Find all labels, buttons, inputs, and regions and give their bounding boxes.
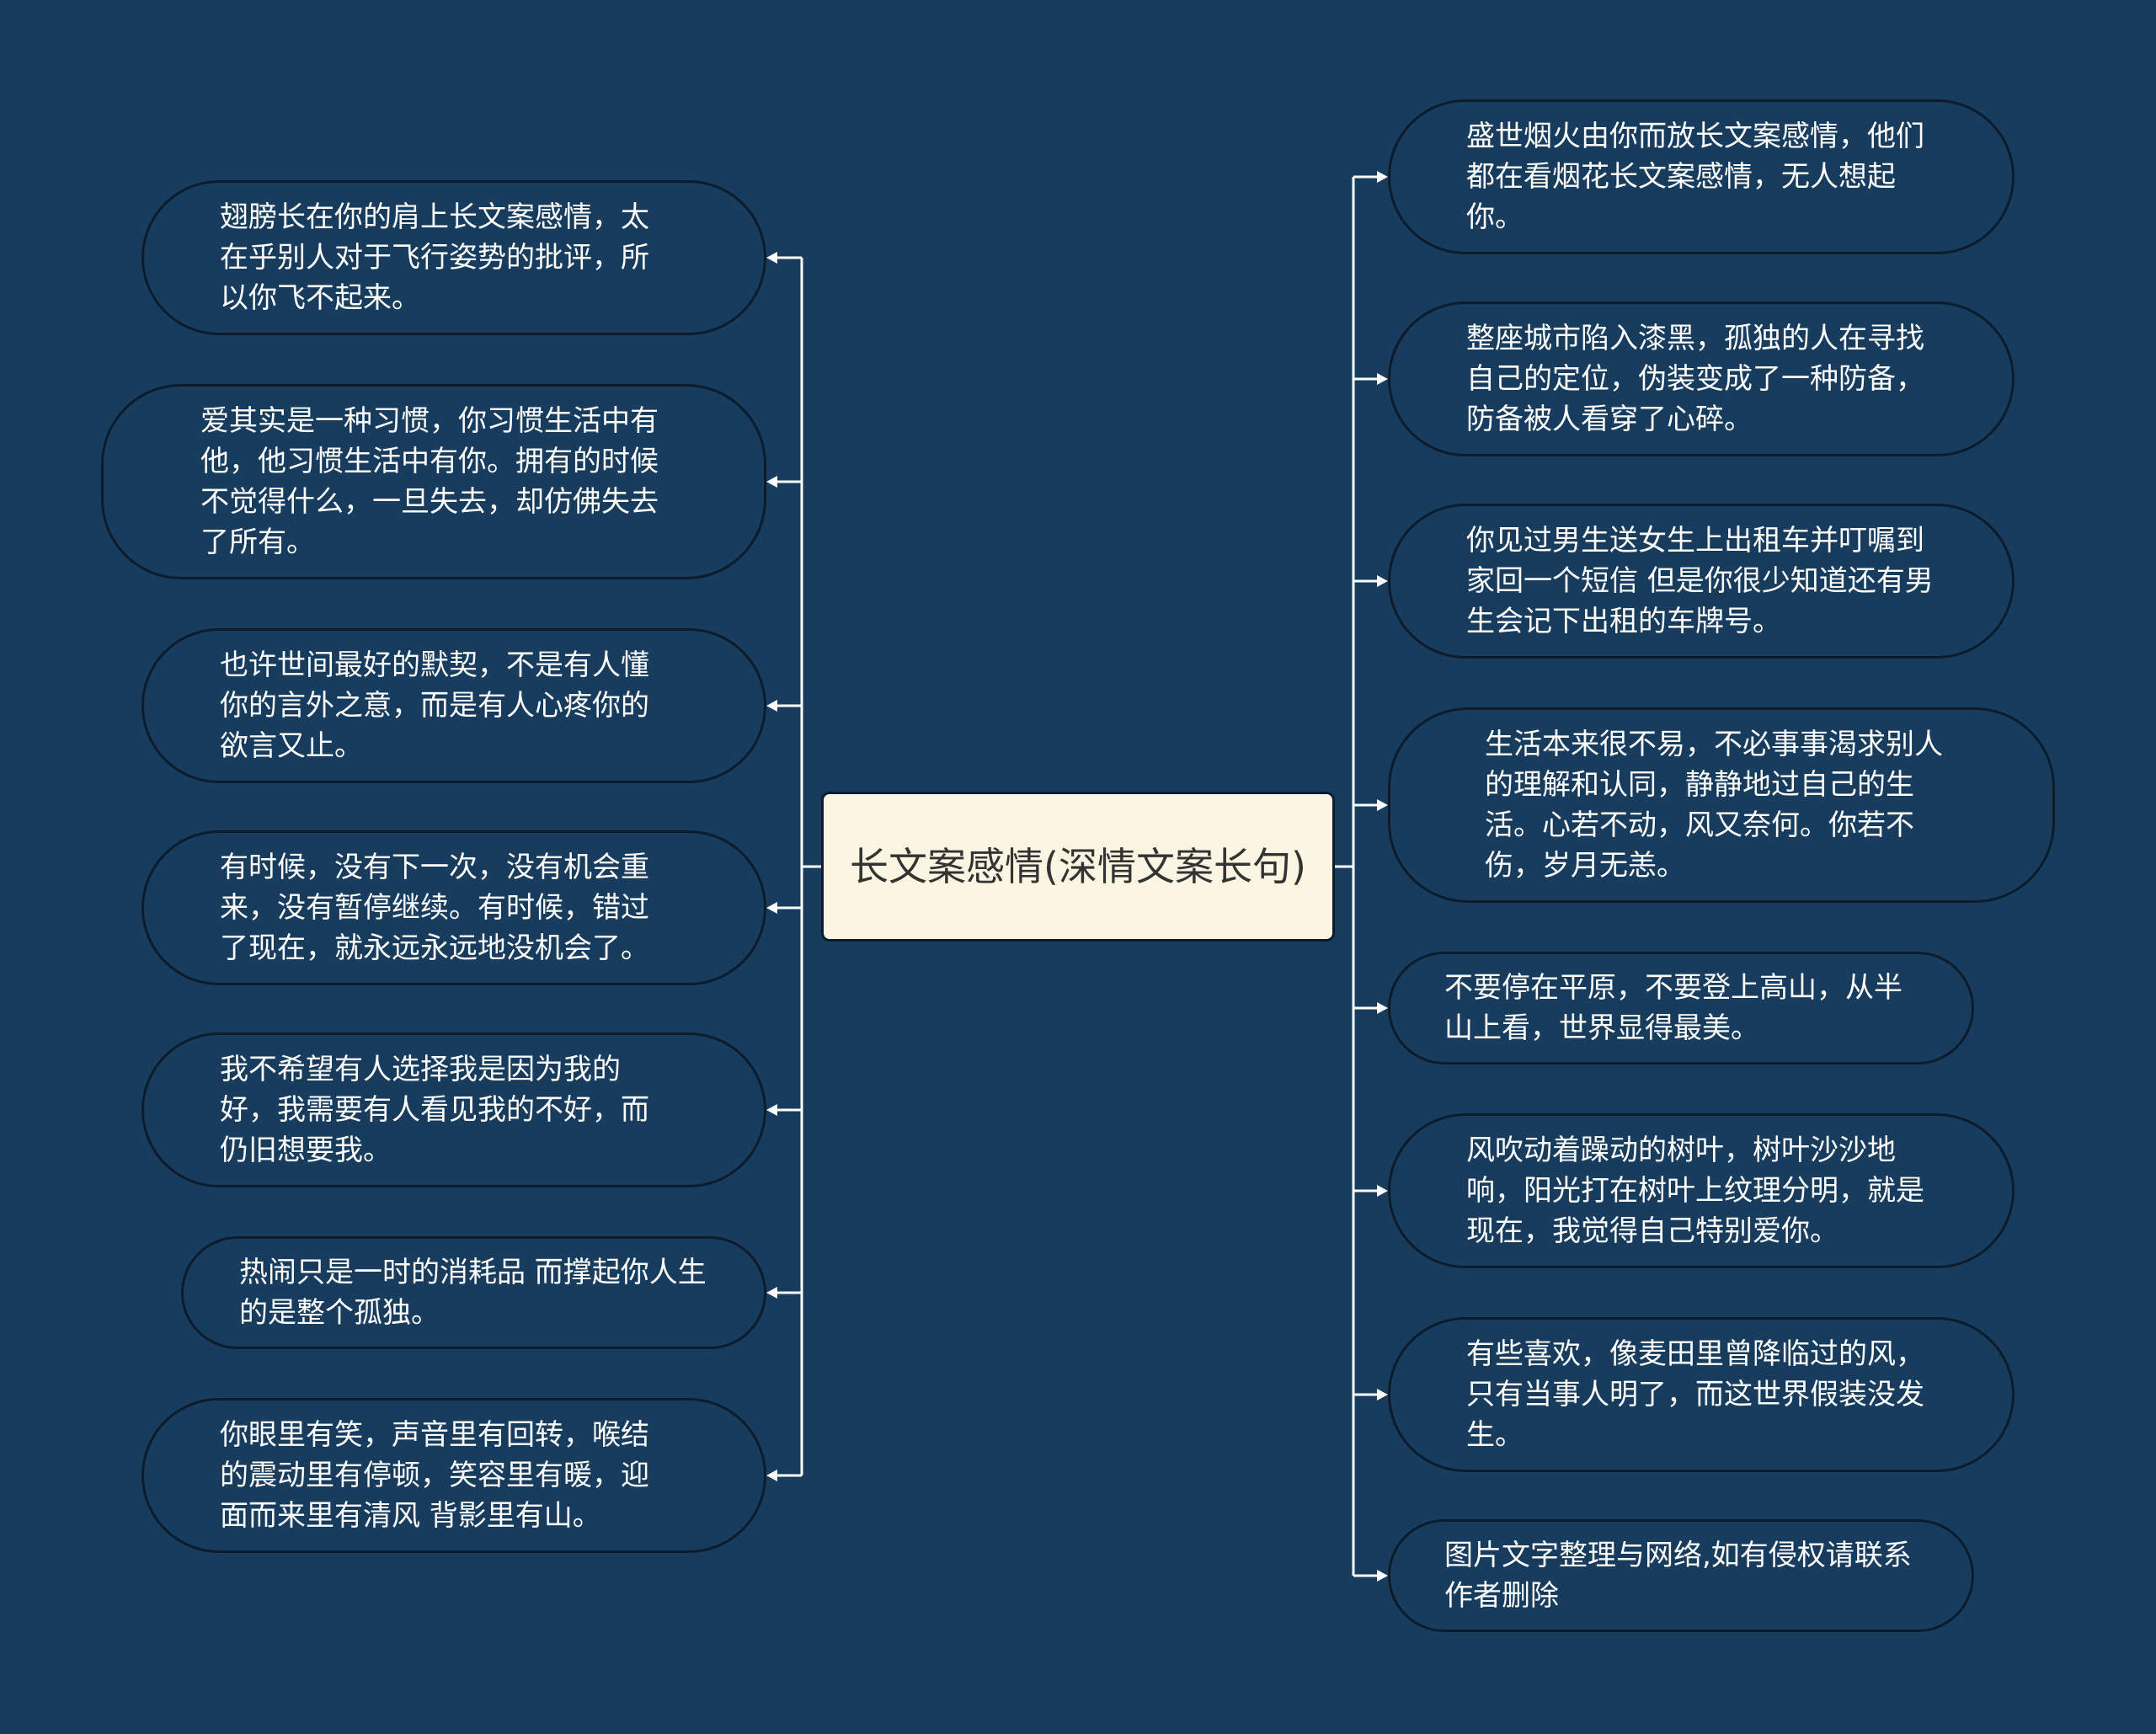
left-node-2[interactable]: 爱其实是一种习惯，你习惯生活中有他，他习惯生活中有你。拥有的时候不觉得什么，一旦… (101, 384, 766, 579)
right-node-7-text: 有些喜欢，像麦田里曾降临过的风，只有当事人明了，而这世界假装没发生。 (1466, 1337, 1924, 1452)
right-node-3[interactable]: 你见过男生送女生上出租车并叮嘱到家回一个短信 但是你很少知道还有男生会记下出租的… (1388, 504, 2015, 659)
left-arrowhead-1 (766, 252, 777, 264)
left-node-1-text: 翅膀长在你的肩上长文案感情，太在乎别人对于飞行姿势的批评，所以你飞不起来。 (220, 200, 649, 315)
right-node-1[interactable]: 盛世烟火由你而放长文案感情，他们都在看烟花长文案感情，无人想起你。 (1388, 99, 2015, 254)
right-arrowhead-3 (1377, 575, 1388, 587)
right-node-2-text: 整座城市陷入漆黑，孤独的人在寻找自己的定位，伪装变成了一种防备，防备被人看穿了心… (1466, 322, 1924, 436)
left-node-4-text: 有时候，没有下一次，没有机会重来，没有暂停继续。有时候，错过了现在，就永远永远地… (220, 851, 649, 965)
right-arrowhead-6 (1377, 1185, 1388, 1197)
left-arrowhead-3 (766, 700, 777, 712)
left-node-6-text: 热闹只是一时的消耗品 而撑起你人生的是整个孤独。 (239, 1256, 707, 1330)
right-node-1-text: 盛世烟火由你而放长文案感情，他们都在看烟花长文案感情，无人想起你。 (1466, 120, 1924, 234)
left-node-6[interactable]: 热闹只是一时的消耗品 而撑起你人生的是整个孤独。 (181, 1236, 766, 1349)
left-node-4[interactable]: 有时候，没有下一次，没有机会重来，没有暂停继续。有时候，错过了现在，就永远永远地… (141, 830, 766, 985)
right-node-7[interactable]: 有些喜欢，像麦田里曾降临过的风，只有当事人明了，而这世界假装没发生。 (1388, 1317, 2015, 1472)
left-node-7[interactable]: 你眼里有笑，声音里有回转，喉结的震动里有停顿，笑容里有暖，迎面而来里有清风 背影… (141, 1398, 766, 1553)
right-arrowhead-8 (1377, 1570, 1388, 1582)
right-node-5-text: 不要停在平原，不要登上高山，从半山上看，世界显得最美。 (1444, 971, 1903, 1045)
right-node-4-text: 生活本来很不易，不必事事渴求别人的理解和认同，静静地过自己的生活。心若不动，风又… (1485, 728, 1943, 883)
left-node-5[interactable]: 我不希望有人选择我是因为我的好，我需要有人看见我的不好，而仍旧想要我。 (141, 1032, 766, 1187)
right-node-5[interactable]: 不要停在平原，不要登上高山，从半山上看，世界显得最美。 (1388, 952, 1974, 1064)
left-arrowhead-6 (766, 1287, 777, 1299)
left-arrowhead-5 (766, 1104, 777, 1116)
right-node-4[interactable]: 生活本来很不易，不必事事渴求别人的理解和认同，静静地过自己的生活。心若不动，风又… (1388, 707, 2055, 903)
left-arrowhead-2 (766, 476, 777, 488)
right-arrowhead-4 (1377, 799, 1388, 811)
left-node-2-text: 爱其实是一种习惯，你习惯生活中有他，他习惯生活中有你。拥有的时候不觉得什么，一旦… (200, 404, 659, 559)
right-arrowhead-5 (1377, 1002, 1388, 1014)
left-node-5-text: 我不希望有人选择我是因为我的好，我需要有人看见我的不好，而仍旧想要我。 (220, 1053, 649, 1167)
right-arrowhead-7 (1377, 1389, 1388, 1401)
right-arrowhead-1 (1377, 171, 1388, 183)
right-arrowhead-2 (1377, 373, 1388, 385)
right-node-6[interactable]: 风吹动着躁动的树叶，树叶沙沙地响，阳光打在树叶上纹理分明，就是现在，我觉得自己特… (1388, 1113, 2015, 1268)
central-topic-text: 长文案感情(深情文案长句) (850, 844, 1306, 889)
right-node-6-text: 风吹动着躁动的树叶，树叶沙沙地响，阳光打在树叶上纹理分明，就是现在，我觉得自己特… (1466, 1134, 1924, 1248)
right-node-8-text: 图片文字整理与网络,如有侵权请联系作者删除 (1444, 1539, 1912, 1613)
left-node-3[interactable]: 也许世间最好的默契，不是有人懂你的言外之意，而是有人心疼你的欲言又止。 (141, 628, 766, 783)
right-node-2[interactable]: 整座城市陷入漆黑，孤独的人在寻找自己的定位，伪装变成了一种防备，防备被人看穿了心… (1388, 301, 2015, 456)
left-node-1[interactable]: 翅膀长在你的肩上长文案感情，太在乎别人对于飞行姿势的批评，所以你飞不起来。 (141, 180, 766, 335)
left-node-3-text: 也许世间最好的默契，不是有人懂你的言外之意，而是有人心疼你的欲言又止。 (220, 648, 649, 763)
right-node-3-text: 你见过男生送女生上出租车并叮嘱到家回一个短信 但是你很少知道还有男生会记下出租的… (1466, 524, 1934, 638)
right-node-8[interactable]: 图片文字整理与网络,如有侵权请联系作者删除 (1388, 1519, 1974, 1632)
central-topic[interactable]: 长文案感情(深情文案长句) (821, 792, 1335, 942)
left-arrowhead-7 (766, 1470, 777, 1481)
left-node-7-text: 你眼里有笑，声音里有回转，喉结的震动里有停顿，笑容里有暖，迎面而来里有清风 背影… (220, 1418, 649, 1533)
left-arrowhead-4 (766, 902, 777, 914)
